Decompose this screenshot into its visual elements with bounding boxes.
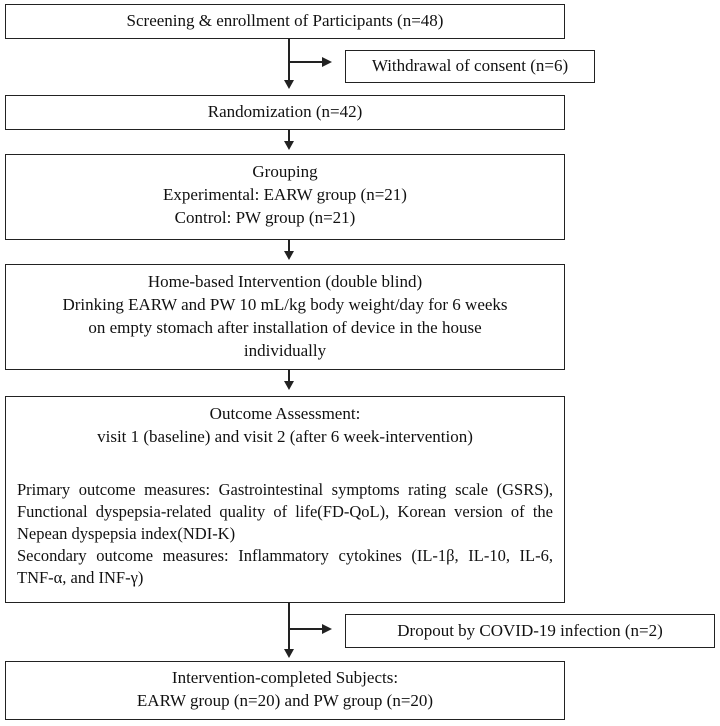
arrowhead-1 <box>284 80 294 89</box>
completed-line2: EARW group (n=20) and PW group (n=20) <box>136 691 434 710</box>
intervention-line2: on empty stomach after installation of d… <box>88 318 482 337</box>
completed-line1: Intervention-completed Subjects: <box>171 668 399 687</box>
arrowhead-4 <box>284 381 294 390</box>
intervention-line1: Drinking EARW and PW 10 mL/kg body weigh… <box>62 295 508 314</box>
connector-1 <box>288 39 290 81</box>
randomization-box: Randomization (n=42) <box>5 95 565 130</box>
screening-label: Screening & enrollment of Participants (… <box>126 11 444 30</box>
randomization-label: Randomization (n=42) <box>207 102 363 121</box>
screening-box: Screening & enrollment of Participants (… <box>5 4 565 39</box>
withdrawal-box: Withdrawal of consent (n=6) <box>345 50 595 83</box>
branch-line-dropout <box>288 628 324 630</box>
arrowhead-5 <box>284 649 294 658</box>
grouping-experimental: Experimental: EARW group (n=21) <box>163 185 407 204</box>
dropout-box: Dropout by COVID-19 infection (n=2) <box>345 614 715 648</box>
grouping-title: Grouping <box>252 162 318 181</box>
arrowhead-3 <box>284 251 294 260</box>
outcome-box: Outcome Assessment: visit 1 (baseline) a… <box>5 396 565 603</box>
dropout-label: Dropout by COVID-19 infection (n=2) <box>397 621 663 640</box>
withdrawal-label: Withdrawal of consent (n=6) <box>371 56 569 75</box>
completed-box: Intervention-completed Subjects: EARW gr… <box>5 661 565 720</box>
branch-line-withdrawal <box>288 61 324 63</box>
arrowhead-2 <box>284 141 294 150</box>
connector-3 <box>288 240 290 252</box>
intervention-title: Home-based Intervention (double blind) <box>147 272 423 291</box>
outcome-secondary: Secondary outcome measures: Inflammatory… <box>17 546 553 587</box>
grouping-box: Grouping Experimental: EARW group (n=21)… <box>5 154 565 240</box>
grouping-control: Control: PW group (n=21) <box>174 208 356 227</box>
connector-2 <box>288 130 290 142</box>
connector-5 <box>288 603 290 650</box>
branch-arrowhead-dropout <box>322 624 332 634</box>
connector-4 <box>288 370 290 382</box>
intervention-line3: individually <box>243 341 327 360</box>
outcome-primary: Primary outcome measures: Gastrointestin… <box>17 480 553 543</box>
branch-arrowhead-withdrawal <box>322 57 332 67</box>
intervention-box: Home-based Intervention (double blind) D… <box>5 264 565 370</box>
outcome-title: Outcome Assessment: <box>209 404 361 423</box>
outcome-visits: visit 1 (baseline) and visit 2 (after 6 … <box>97 427 473 446</box>
